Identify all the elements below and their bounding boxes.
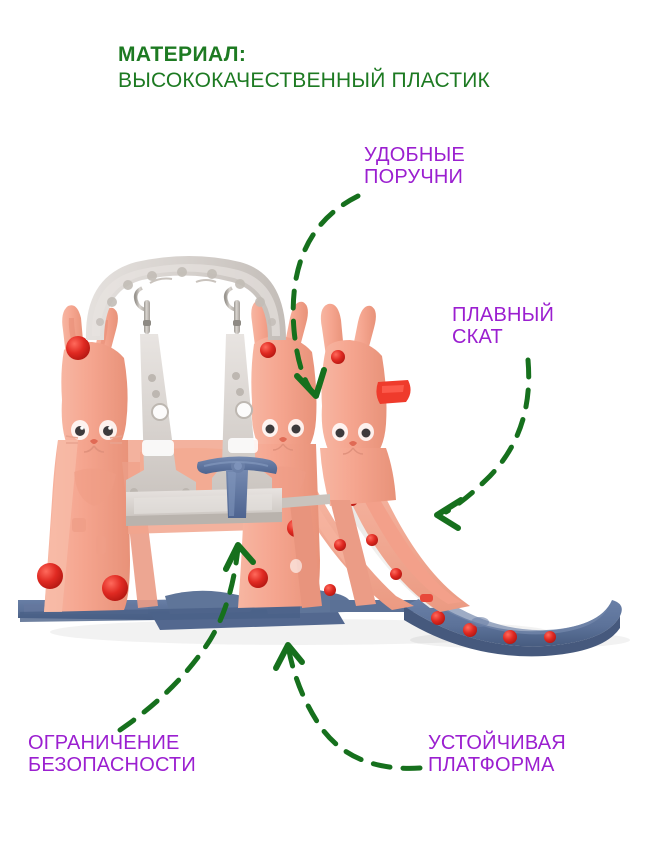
callout-slide-line2: СКАТ (452, 326, 503, 349)
material-heading-value: ВЫСОКОКАЧЕСТВЕННЫЙ ПЛАСТИК (118, 69, 490, 92)
bunny-panel-right (320, 303, 411, 506)
callout-slide-line1: ПЛАВНЫЙ (452, 304, 555, 326)
material-heading-label: МАТЕРИАЛ: (118, 43, 247, 66)
callout-handrails-line2: ПОРУЧНИ (364, 166, 464, 189)
callout-handrails-line1: УДОБНЫЕ (364, 144, 465, 166)
red-bolt-cap (66, 336, 90, 360)
slide-end-ramp (404, 596, 622, 657)
bunny-face-right (332, 423, 374, 455)
callout-platform: УСТОЙЧИВАЯ ПЛАТФОРМА (428, 732, 566, 777)
red-bolt-cap (248, 568, 268, 588)
red-bolt-cap (37, 563, 63, 589)
callout-platform-line2: ПЛАТФОРМА (428, 754, 555, 777)
callout-slide: ПЛАВНЫЙ СКАТ (452, 304, 554, 349)
red-bolt-cap (260, 342, 276, 358)
bunny-face-left (65, 420, 123, 453)
swing-hook-right (223, 286, 241, 334)
callout-safety: ОГРАНИЧЕНИЕ БЕЗОПАСНОСТИ (28, 732, 196, 777)
bunny-face-middle (262, 419, 304, 451)
red-bolt-cap (331, 350, 345, 364)
callout-safety-line2: БЕЗОПАСНОСТИ (28, 754, 196, 777)
callout-handrails: УДОБНЫЕ ПОРУЧНИ (364, 144, 465, 189)
red-bolt-cap (102, 575, 128, 601)
callout-platform-line1: УСТОЙЧИВАЯ (428, 732, 566, 754)
swing-arch (85, 256, 286, 340)
material-heading: МАТЕРИАЛ: ВЫСОКОКАЧЕСТВЕННЫЙ ПЛАСТИК (118, 44, 490, 91)
swing-hanger-left (126, 334, 196, 508)
slide-brace (282, 494, 330, 508)
swing-safety-bar (197, 456, 278, 518)
callout-safety-line1: ОГРАНИЧЕНИЕ (28, 732, 180, 754)
swing-hook-left (133, 286, 151, 334)
slide-support-legs (290, 500, 376, 608)
